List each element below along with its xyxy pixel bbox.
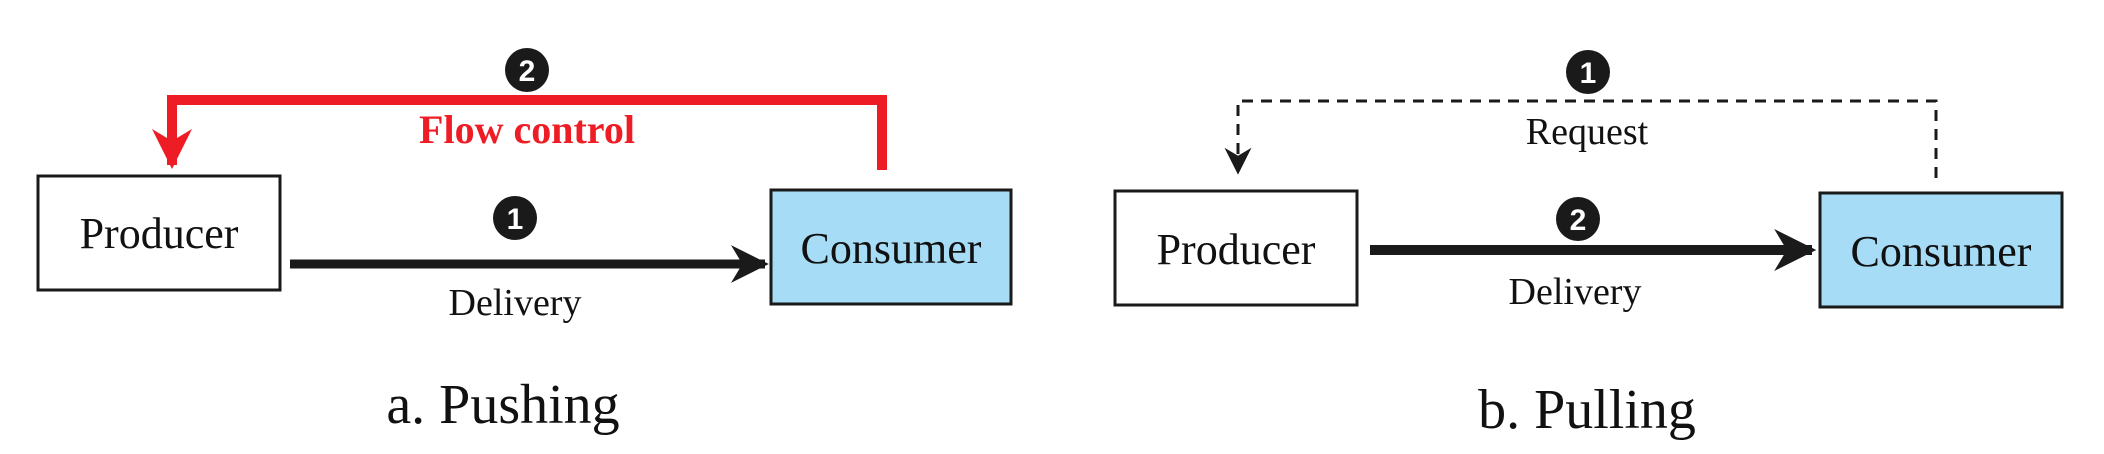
request-label: Request [1526,111,1649,153]
pulling-producer-label: Producer [1157,225,1316,274]
pushing-producer-box [36,174,282,292]
pulling-producer-box [1113,189,1359,307]
pulling-delivery-label: Delivery [1509,271,1642,313]
pulling-consumer-label: Consumer [1851,227,2032,276]
request-arrow [1224,99,1938,178]
pushing-delivery-label: Delivery [449,282,582,324]
pushing-producer-label: Producer [80,209,239,258]
pushing-delivery-step-number: 1 [507,203,524,236]
pulling-consumer-box [1818,191,2064,309]
flow-control-arrow [152,95,887,170]
pulling-delivery-step-number: 2 [1570,204,1587,237]
flow-control-step-badge [505,48,549,92]
pushing-panel: 2 Flow control Producer Consumer 1 Deliv… [36,48,1013,436]
pulling-delivery-step-badge [1556,197,1600,241]
pushing-consumer-box [769,188,1013,306]
pushing-delivery-step-badge [493,196,537,240]
pulling-caption: b. Pulling [1478,379,1696,441]
flow-control-label: Flow control [419,107,635,152]
request-step-number: 1 [1580,57,1597,90]
request-step-badge [1566,50,1610,94]
pushing-caption: a. Pushing [386,374,619,436]
pushing-consumer-label: Consumer [801,224,982,273]
flow-control-step-number: 2 [519,55,536,88]
pulling-panel: 1 Request Producer Consumer 2 Delivery b… [1113,50,2064,441]
